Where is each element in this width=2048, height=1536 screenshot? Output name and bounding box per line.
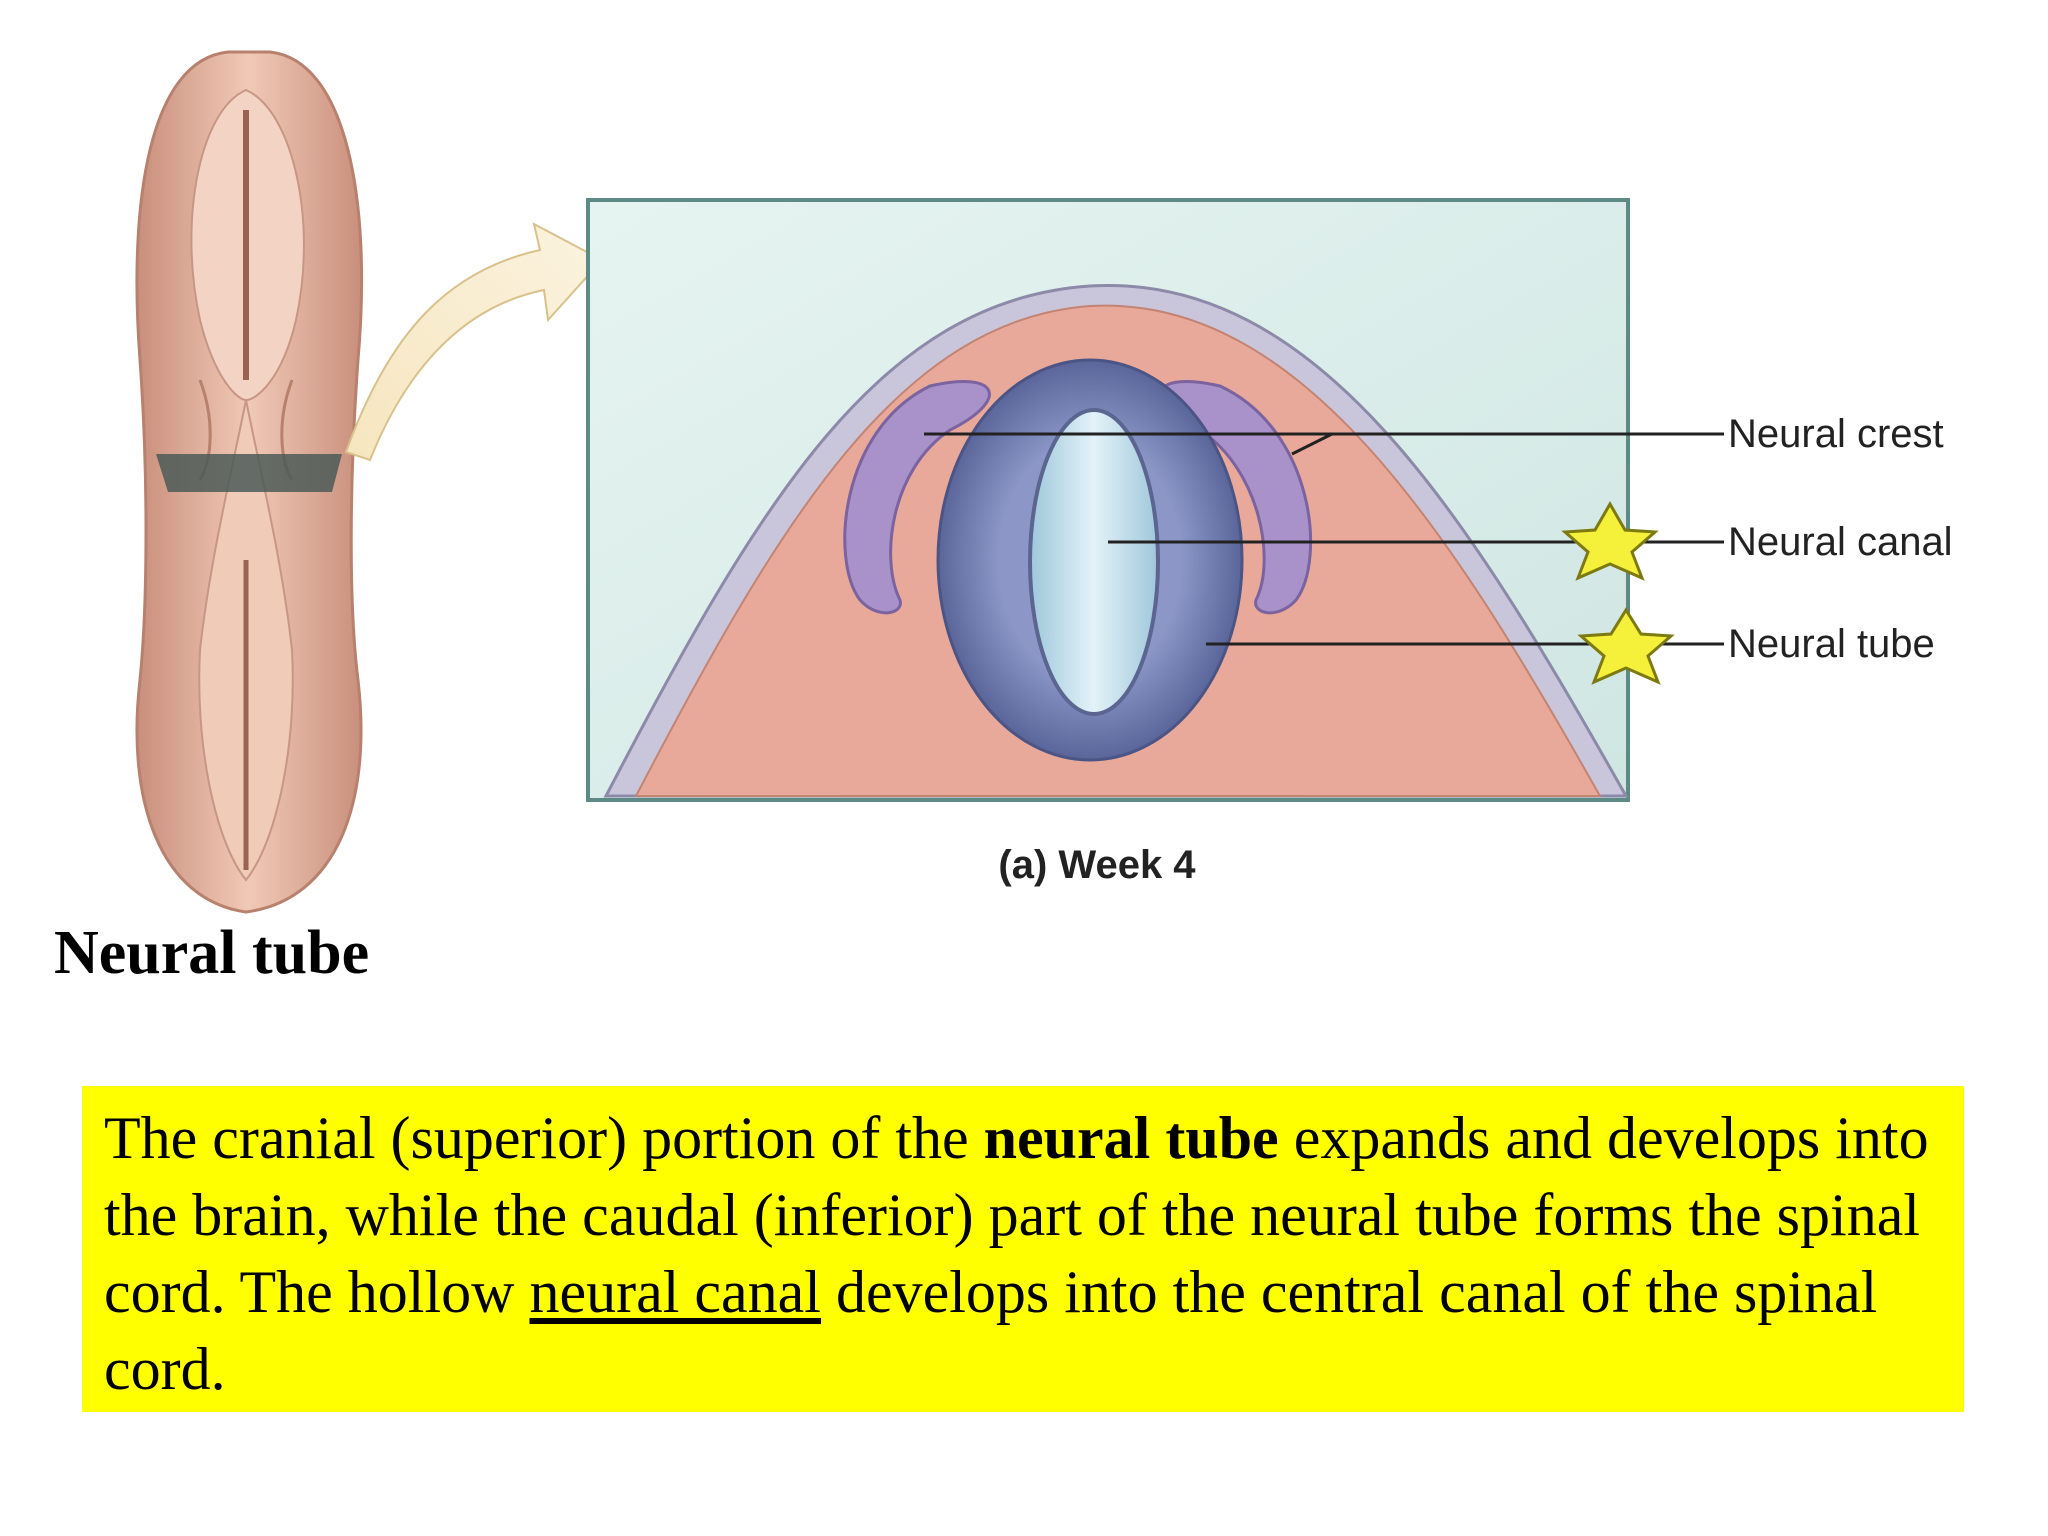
neural-crest-left (843, 380, 991, 615)
description-bold-neural-tube: neural tube (983, 1105, 1279, 1171)
star-neural-canal (1561, 500, 1659, 581)
pointer-arrow (344, 222, 604, 462)
description-part-1: The cranial (superior) portion of the (104, 1105, 984, 1171)
figure-caption: (a) Week 4 (998, 843, 1196, 887)
neural-canal (1028, 408, 1160, 716)
section-plane (156, 454, 342, 492)
label-neural-crest: Neural crest (1728, 412, 1944, 456)
page-title: Neural tube (54, 919, 370, 987)
star-neural-tube (1577, 607, 1675, 685)
label-neural-tube: Neural tube (1728, 622, 1935, 666)
description-part-2: expands and develops into the brain, whi… (104, 1105, 1929, 1325)
cross-section-panel (586, 198, 1724, 802)
embryo-illustration (135, 50, 364, 914)
description-underline-neural-canal: neural canal (529, 1259, 821, 1325)
description-box: The cranial (superior) portion of the ne… (82, 1086, 1964, 1412)
label-neural-canal: Neural canal (1728, 520, 1953, 564)
description-part-3: develops into the central canal of the s… (104, 1259, 1878, 1402)
